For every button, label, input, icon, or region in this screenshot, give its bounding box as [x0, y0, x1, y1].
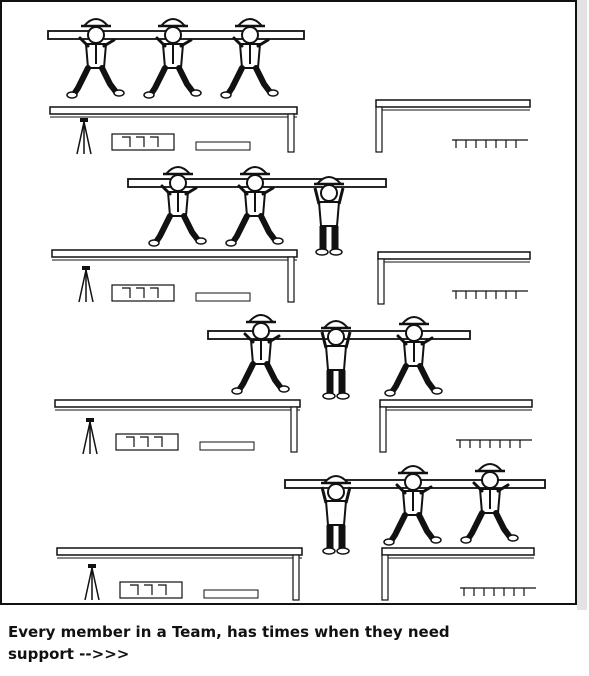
- caption-line-2: support -->>>: [8, 645, 130, 663]
- caption-line-1: Every member in a Team, has times when t…: [8, 623, 450, 641]
- steel-girder-icon: [54, 399, 301, 408]
- row-4: [56, 464, 546, 601]
- steel-girder-icon: [49, 106, 298, 115]
- row-2: [51, 167, 531, 305]
- steel-girder-icon: [51, 249, 298, 258]
- row-1: [47, 19, 531, 155]
- caption: Every member in a Team, has times when t…: [8, 621, 568, 665]
- row-3: [54, 315, 533, 455]
- steel-girder-icon: [56, 547, 303, 556]
